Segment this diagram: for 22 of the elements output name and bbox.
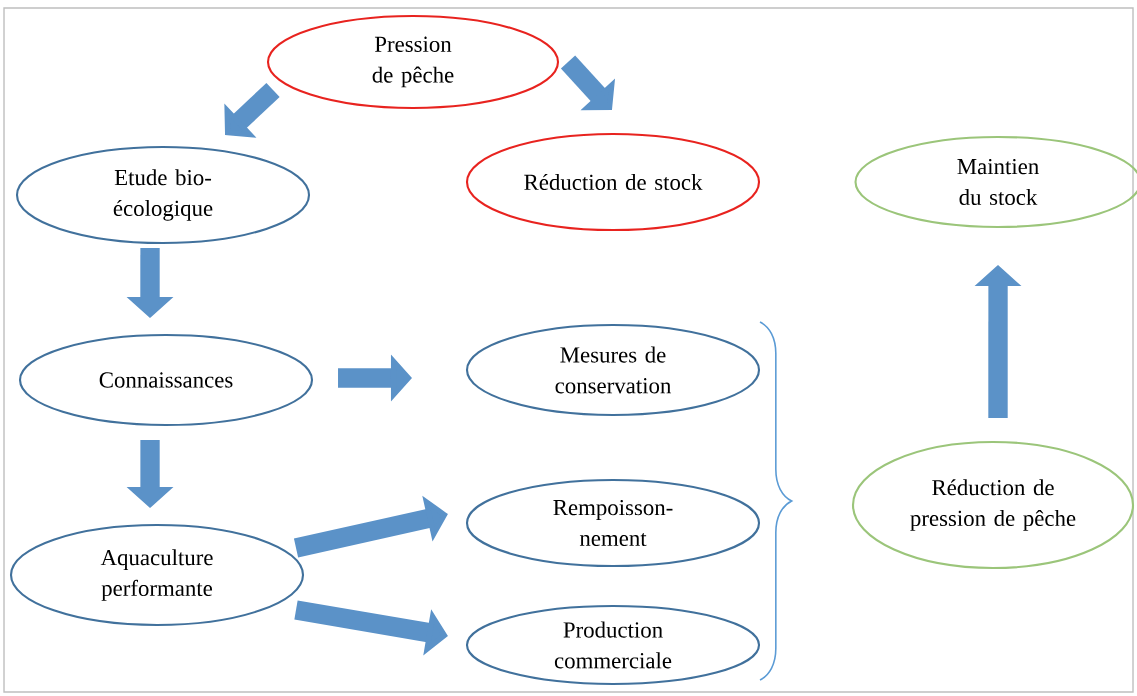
node-text: Maintien du stock — [957, 158, 1039, 206]
node-text: Réduction de pression de pêche — [910, 479, 1076, 531]
node-text: Rempoisson-nement — [553, 499, 673, 547]
ellipse-node — [9, 523, 305, 627]
node-text: Réduction de stock — [524, 173, 703, 191]
ellipse-node — [465, 478, 761, 568]
node-text: Connaissances — [99, 372, 233, 388]
node-text: Etude bio-écologique — [113, 169, 213, 221]
ellipse-node — [465, 604, 761, 686]
ellipse-node — [465, 132, 761, 232]
node-text: Mesures de conservation — [555, 346, 672, 394]
ellipse-node — [15, 145, 311, 245]
node-text: Aquaculture performante — [100, 549, 213, 601]
node-text: Pression de pêche — [372, 36, 454, 88]
node-text: Production commerciale — [554, 621, 672, 669]
ellipse-node — [465, 323, 761, 417]
block-arrow — [293, 495, 448, 558]
ellipse-node — [851, 440, 1135, 570]
block-arrow — [560, 55, 616, 111]
block-arrow — [224, 82, 280, 138]
ellipse-node — [18, 333, 314, 427]
ellipse-node — [266, 14, 560, 110]
